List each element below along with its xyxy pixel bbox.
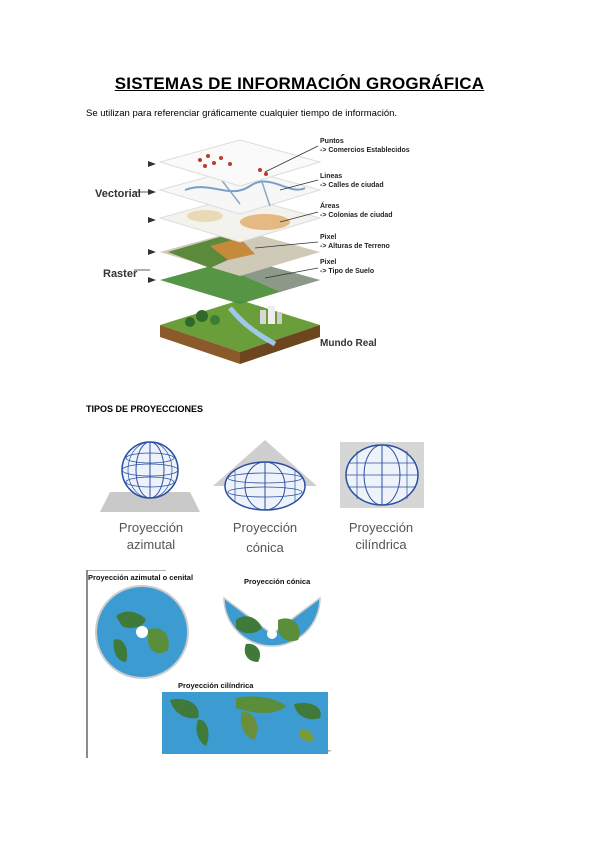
gis-layers-diagram bbox=[134, 139, 322, 364]
intro-text: Se utilizan para referenciar gráficament… bbox=[86, 108, 398, 119]
layer-label-pixel-suelo: Pixel-> Tipo de Suelo bbox=[320, 259, 375, 275]
layer-pointers bbox=[134, 145, 319, 279]
projection-illustrations bbox=[100, 440, 424, 512]
conic-globe-cone bbox=[213, 440, 317, 511]
layer-label-puntos: Puntos-> Comercios Establecidos bbox=[320, 138, 410, 154]
cylindrical-globe bbox=[340, 442, 424, 508]
vector-lines-layer bbox=[158, 167, 322, 215]
vectorial-label: Vectorial bbox=[95, 188, 141, 200]
page-title: SISTEMAS DE INFORMACIÓN GROGRÁFICA bbox=[114, 74, 485, 93]
conic-map bbox=[223, 596, 321, 662]
caption-map-conica: Proyección cónica bbox=[244, 577, 311, 586]
raster-label: Raster bbox=[103, 268, 138, 280]
svg-text:”: ” bbox=[328, 749, 331, 758]
cylindrical-map bbox=[162, 692, 328, 754]
layer-label-pixel-alturas: Pixel-> Alturas de Terreno bbox=[320, 234, 390, 250]
real-world-label: Mundo Real bbox=[320, 338, 377, 349]
section-title: TIPOS DE PROYECCIONES bbox=[86, 404, 204, 414]
layer-label-lineas: Lineas-> Calles de ciudad bbox=[320, 173, 384, 189]
azimutal-map bbox=[95, 585, 189, 679]
real-world-block bbox=[160, 300, 320, 364]
layer-label-areas: Áreas-> Colonias de ciudad bbox=[320, 203, 393, 219]
vector-areas-layer bbox=[158, 195, 322, 243]
azimutal-globe-plane bbox=[100, 441, 200, 512]
raster-terrain-layer bbox=[160, 230, 320, 276]
caption-map-azimutal: Proyección azimutal o cenital bbox=[88, 573, 194, 582]
vector-points-layer bbox=[158, 139, 322, 187]
map-projections: ” bbox=[86, 570, 331, 758]
vector-arrows bbox=[148, 161, 156, 283]
caption-map-cilindrica: Proyección cilíndrica bbox=[178, 681, 254, 690]
